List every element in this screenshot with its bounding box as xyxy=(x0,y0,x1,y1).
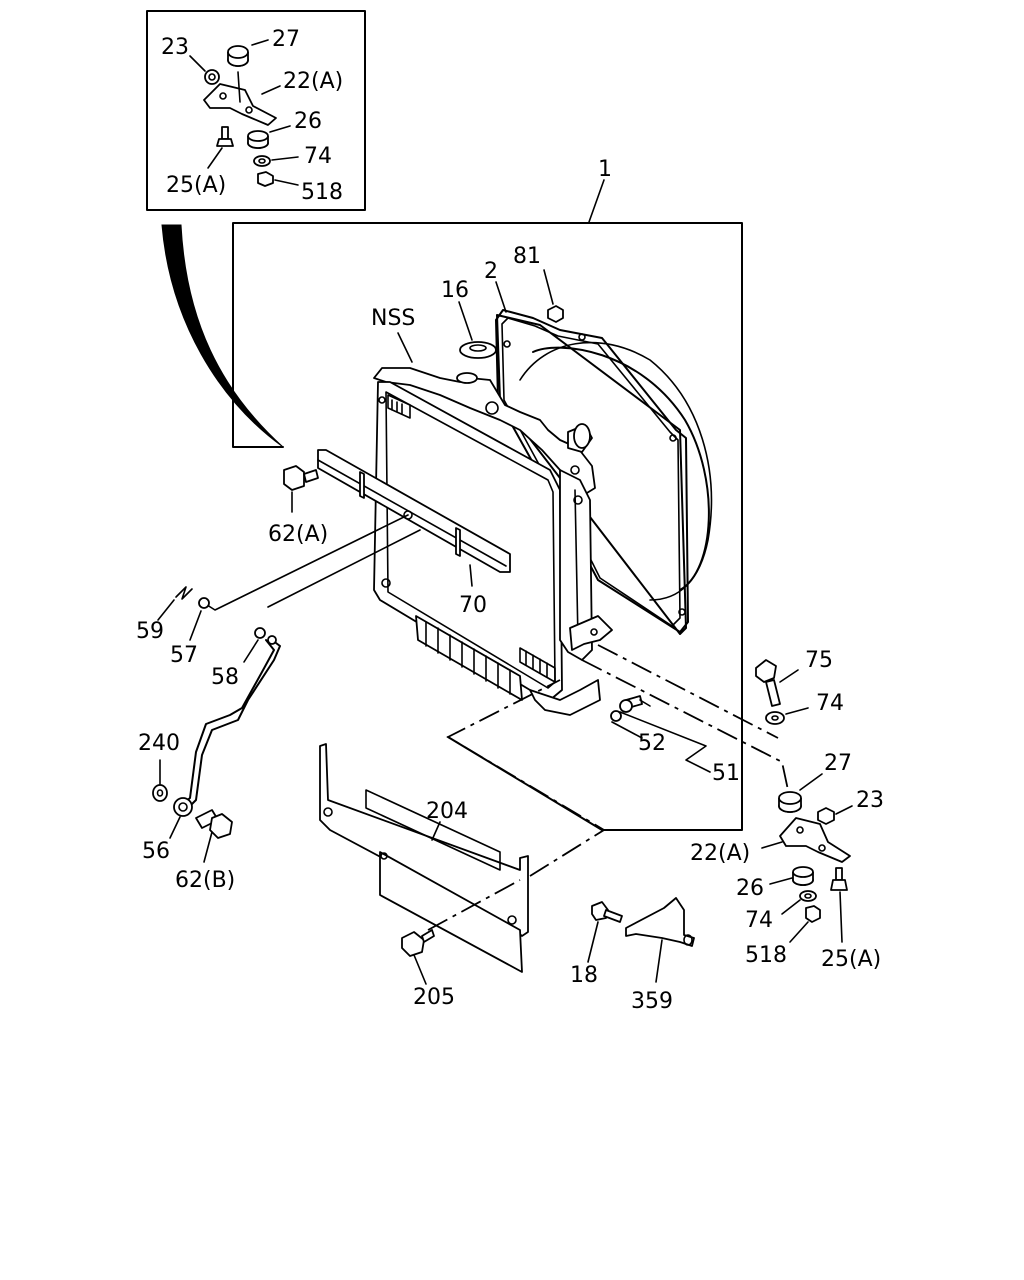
label-inset-26: 26 xyxy=(294,109,322,134)
bolt-205 xyxy=(401,929,435,985)
label-205: 205 xyxy=(413,985,455,1010)
fitting-52 xyxy=(610,695,711,773)
radiator-core-nss xyxy=(373,367,613,716)
label-inset-518: 518 xyxy=(301,180,343,205)
label-26: 26 xyxy=(736,876,764,901)
detail-pointer-arrow xyxy=(161,224,284,448)
bolt-62b xyxy=(195,809,233,863)
label-23: 23 xyxy=(856,788,884,813)
label-51: 51 xyxy=(712,761,740,786)
drain-pipe xyxy=(179,635,281,811)
label-27: 27 xyxy=(824,751,852,776)
fitting-58 xyxy=(243,627,266,663)
label-16: 16 xyxy=(441,278,469,303)
label-inset-25a: 25(A) xyxy=(166,173,226,198)
label-18: 18 xyxy=(570,963,598,988)
label-204: 204 xyxy=(426,799,468,824)
label-22a: 22(A) xyxy=(690,841,750,866)
bracket-22a xyxy=(761,817,851,863)
support-bar-70 xyxy=(317,449,511,587)
label-518: 518 xyxy=(745,943,787,968)
label-inset-23: 23 xyxy=(161,35,189,60)
bracket-359 xyxy=(625,897,695,983)
panel-dashline xyxy=(446,679,606,877)
label-1: 1 xyxy=(598,157,612,182)
lower-panel-204 xyxy=(319,743,529,973)
label-62a: 62(A) xyxy=(268,522,328,547)
label-nss: NSS xyxy=(371,306,415,331)
label-inset-27: 27 xyxy=(272,27,300,52)
label-74: 74 xyxy=(816,691,844,716)
inset-bracket-22a xyxy=(203,71,281,126)
right-dashline-lower xyxy=(581,659,789,791)
radiator-cap-16 xyxy=(458,301,497,359)
label-75: 75 xyxy=(805,648,833,673)
label-2: 2 xyxy=(484,259,498,284)
inset-washer-74 xyxy=(253,155,299,167)
washer-57 xyxy=(189,597,210,641)
assembly-outline-1 xyxy=(232,179,743,831)
bolt-25a xyxy=(830,867,848,943)
label-81: 81 xyxy=(513,244,541,269)
bolt-75 xyxy=(755,659,799,707)
bolt-18 xyxy=(587,901,623,963)
label-25a: 25(A) xyxy=(821,947,881,972)
nut-518 xyxy=(789,905,821,943)
nut-81 xyxy=(543,269,564,323)
label-57: 57 xyxy=(170,643,198,668)
label-359: 359 xyxy=(631,989,673,1014)
washer-240 xyxy=(152,759,168,802)
label-58: 58 xyxy=(211,665,239,690)
label-74-lower: 74 xyxy=(745,908,773,933)
nut-23 xyxy=(817,805,853,825)
inset-nut-23 xyxy=(189,55,220,85)
label-inset-22a: 22(A) xyxy=(283,69,343,94)
label-62b: 62(B) xyxy=(175,868,235,893)
label-70: 70 xyxy=(459,593,487,618)
label-56: 56 xyxy=(142,839,170,864)
inset-bush-27 xyxy=(227,39,269,67)
bolt205-dashline xyxy=(427,879,521,931)
right-dashline-upper xyxy=(597,644,779,739)
detail-inset xyxy=(146,10,366,211)
inset-nut-518 xyxy=(257,171,299,187)
label-52: 52 xyxy=(638,731,666,756)
leader-nss xyxy=(397,332,413,363)
sleeve-56 xyxy=(169,797,193,839)
clip-59 xyxy=(157,586,193,621)
inset-mount-26 xyxy=(247,125,291,149)
bar-to-58-line xyxy=(267,529,421,608)
inset-bolt-25a xyxy=(207,126,234,169)
leader-2 xyxy=(495,281,507,313)
bolt-62a xyxy=(283,465,319,513)
label-240: 240 xyxy=(138,731,180,756)
label-59: 59 xyxy=(136,619,164,644)
washer-74-lower xyxy=(781,890,817,915)
bush-27 xyxy=(778,773,823,813)
mount-26 xyxy=(769,866,814,886)
label-inset-74: 74 xyxy=(304,144,332,169)
washer-74 xyxy=(765,707,809,725)
